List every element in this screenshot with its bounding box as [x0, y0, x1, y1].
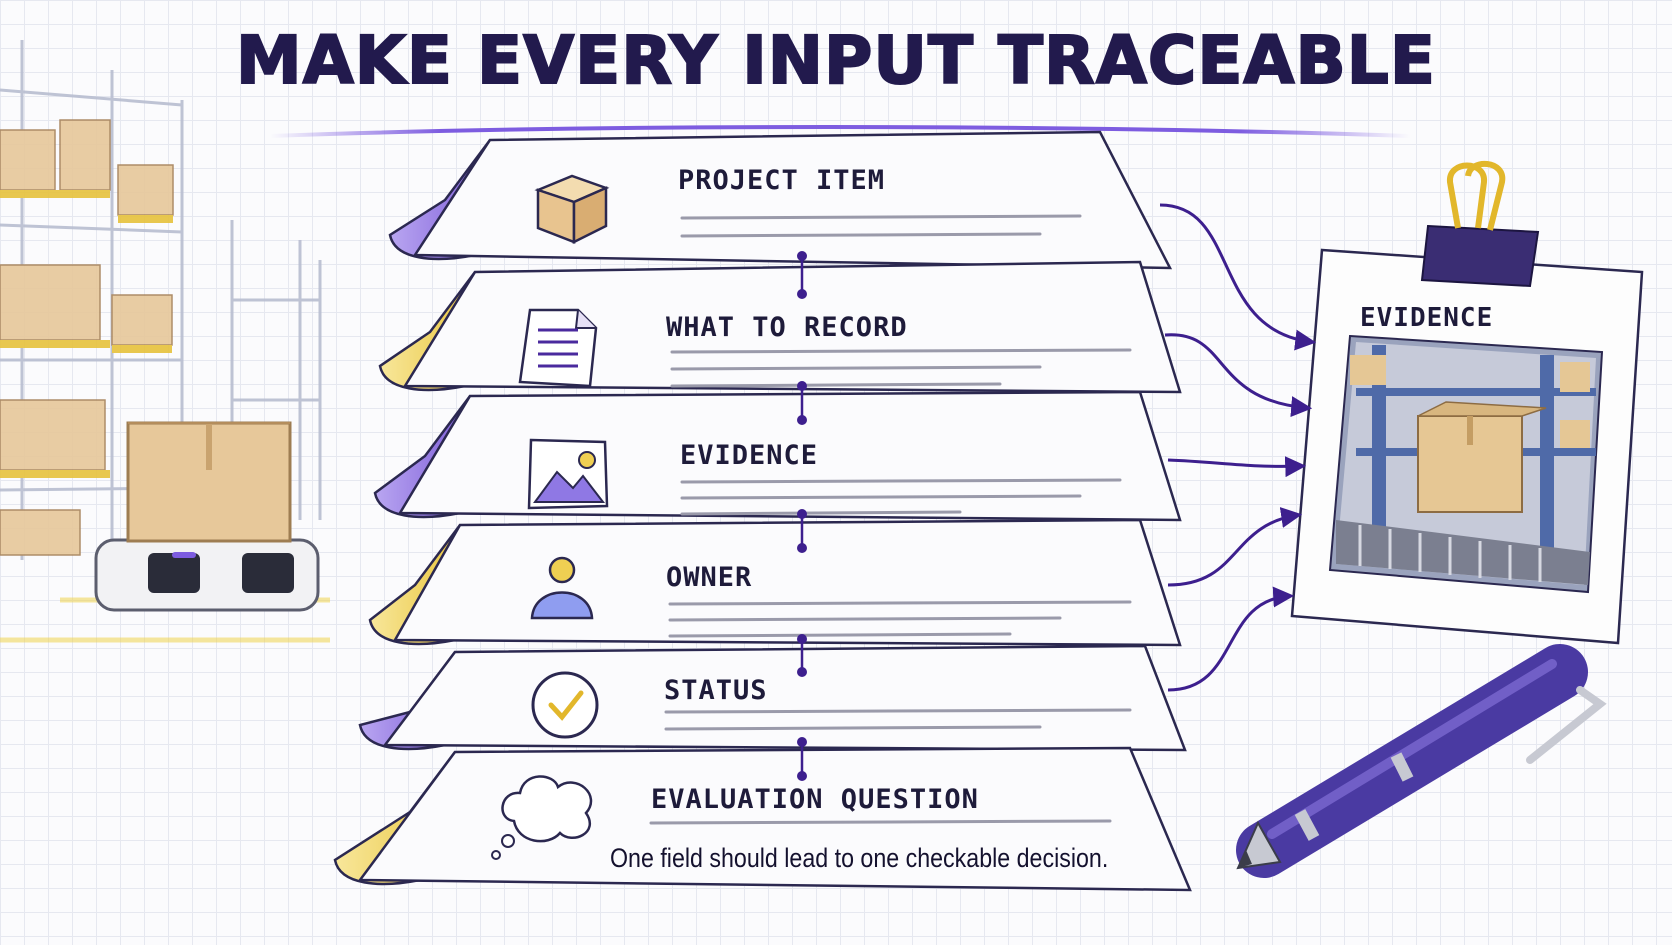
evidence-arrows	[1159, 203, 1317, 692]
sheet-text-line	[668, 616, 1062, 622]
sheet-text-line	[664, 725, 1042, 731]
sheet-text-line	[680, 510, 962, 516]
caption-text: One field should lead to one checkable d…	[610, 843, 1109, 873]
sheet-text-line	[668, 600, 1132, 606]
binder-clip-icon	[1420, 160, 1540, 288]
sheet-connector	[797, 509, 807, 553]
sheet-body	[382, 644, 1187, 752]
field-label-evidence: EVIDENCE	[680, 440, 819, 471]
evidence-arrow	[1167, 456, 1307, 478]
field-sheet-2	[378, 260, 1182, 394]
checkmark-circle-icon	[531, 671, 599, 739]
sheet-body	[412, 130, 1173, 270]
image-icon	[527, 438, 609, 510]
evidence-card-title: EVIDENCE	[1360, 303, 1494, 333]
field-sheet-stack	[333, 130, 1192, 892]
sheet-text-line	[670, 382, 1002, 388]
sheet-text-line	[680, 214, 1082, 220]
sheet-connector	[797, 634, 807, 677]
sheet-connector	[797, 737, 807, 781]
title-underline	[269, 125, 1411, 138]
field-sheet-1	[388, 130, 1173, 270]
sheet-connector	[797, 381, 807, 425]
sheet-text-line	[670, 365, 1042, 371]
sheet-text-line	[680, 494, 1082, 500]
evidence-card	[1290, 160, 1644, 645]
field-label-project-item: PROJECT ITEM	[678, 165, 886, 196]
thought-cloud-icon	[491, 775, 593, 860]
person-icon	[530, 556, 594, 620]
sheet-text-line	[664, 708, 1132, 714]
evidence-arrow	[1159, 203, 1317, 351]
field-label-evaluation-question: EVALUATION QUESTION	[651, 784, 979, 815]
field-sheet-5	[358, 644, 1187, 752]
sheet-body	[402, 260, 1182, 394]
sheet-connector	[797, 251, 807, 299]
warehouse-box-photo	[1328, 334, 1604, 594]
sheet-body	[392, 518, 1182, 647]
sheet-text-line	[680, 232, 1042, 238]
field-label-status: STATUS	[664, 675, 768, 706]
pen-illustration	[1236, 644, 1607, 878]
field-sheet-6	[333, 746, 1192, 892]
sheet-text-line	[680, 478, 1122, 484]
page-title: MAKE EVERY INPUT TRACEABLE	[235, 21, 1436, 100]
sheet-connectors	[797, 251, 807, 781]
field-label-owner: OWNER	[666, 562, 753, 593]
field-label-what-to-record: WHAT TO RECORD	[666, 312, 908, 343]
document-icon	[518, 308, 598, 388]
sheet-text-line	[649, 819, 1112, 825]
delivery-robot-illustration	[94, 421, 320, 612]
field-sheet-4	[368, 518, 1182, 647]
evidence-arrow	[1167, 507, 1303, 587]
field-sheet-3	[373, 390, 1182, 522]
box-icon	[534, 174, 610, 245]
evidence-arrow	[1167, 586, 1295, 692]
sheet-text-line	[670, 348, 1132, 354]
evidence-arrow	[1164, 333, 1313, 418]
sheet-text-line	[668, 632, 1012, 638]
